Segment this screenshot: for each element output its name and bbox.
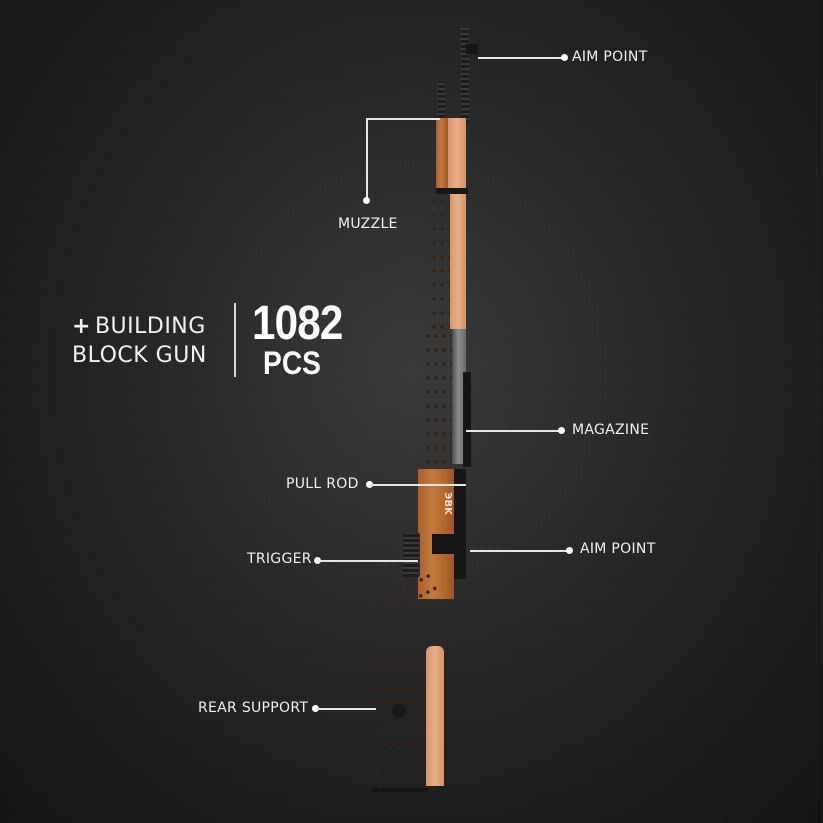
piece-count-number: 1082 (252, 297, 343, 350)
magazine-rail (463, 372, 471, 467)
forestock-wood (430, 194, 450, 329)
callout-dot-aim-point-bottom (566, 547, 573, 554)
callout-line-trigger (318, 560, 418, 562)
plus-icon: + (72, 314, 91, 339)
front-sight-rail (460, 26, 470, 124)
rear-stock-light (426, 646, 444, 786)
piece-count-unit: PCS (263, 345, 321, 381)
callout-line-aim-point-bottom (470, 550, 570, 552)
muzzle-wood-right (448, 118, 466, 190)
callout-dot-rear-support (312, 705, 319, 712)
headline-line-1: +BUILDING (72, 312, 207, 341)
front-sight-block (466, 44, 478, 54)
magazine-metal (452, 329, 466, 464)
piece-count: 1082 PCS (252, 297, 344, 380)
callout-aim-point-bottom: AIM POINT (580, 541, 656, 557)
callout-magazine: MAGAZINE (572, 422, 650, 438)
callout-dot-pull-rod (366, 481, 373, 488)
butt-plate (372, 788, 428, 792)
callout-line-muzzle-v (366, 118, 368, 200)
trigger-guard (402, 532, 420, 578)
muzzle-wood-left (436, 118, 448, 190)
brand-mark: ЭBK (441, 492, 453, 515)
callout-dot-muzzle (363, 197, 370, 204)
callout-line-magazine (466, 430, 562, 432)
callout-pull-rod: PULL ROD (286, 476, 359, 492)
callout-line-aim-point-top (478, 57, 566, 59)
headline-divider (234, 303, 236, 377)
callout-line-rear-support (316, 708, 376, 710)
receiver-wood (424, 329, 452, 469)
headline-line-2: BLOCK GUN (72, 343, 207, 368)
forestock-light (450, 194, 466, 329)
stock-screw (392, 704, 406, 718)
trigger-mechanism (432, 534, 460, 554)
callout-trigger: TRIGGER (247, 551, 312, 567)
callout-muzzle: MUZZLE (338, 216, 398, 232)
callout-line-muzzle-h (366, 118, 440, 120)
callout-dot-magazine (558, 427, 565, 434)
callout-line-pull-rod (370, 484, 466, 486)
callout-dot-aim-point-top (561, 54, 568, 61)
product-headline: +BUILDING BLOCK GUN (72, 312, 207, 370)
headline-text-1: BUILDING (94, 314, 206, 339)
callout-aim-point-top: AIM POINT (572, 49, 648, 65)
callout-dot-trigger (314, 557, 321, 564)
callout-rear-support: REAR SUPPORT (198, 700, 309, 716)
muzzle-band (436, 188, 468, 194)
